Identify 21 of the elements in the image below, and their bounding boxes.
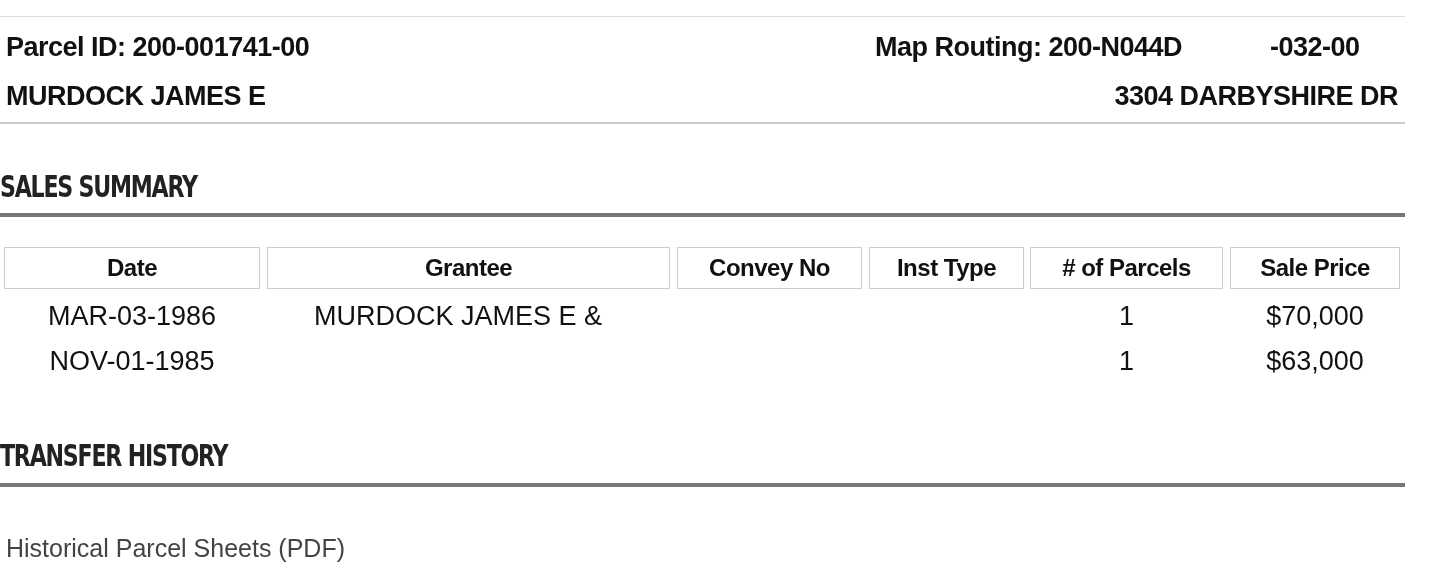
column-header: Sale Price — [1230, 247, 1400, 289]
parcel-count-text: 1 — [1118, 348, 1135, 375]
column-header: Date — [4, 247, 260, 289]
map-routing-suffix-text: -032-00 — [1270, 34, 1360, 61]
sale-price-text: $70,000 — [1265, 303, 1365, 330]
parcel-count-text: 1 — [1118, 303, 1135, 330]
pdf-link: Historical Parcel Sheets (PDF) — [6, 536, 345, 561]
column-header: # of Parcels — [1030, 247, 1223, 289]
column-header: Convey No — [677, 247, 862, 289]
column-header: Inst Type — [869, 247, 1024, 289]
grantee-text: MURDOCK JAMES E & — [314, 303, 603, 330]
map-routing-text: Map Routing: 200-N044D — [875, 34, 1183, 61]
section-heading: TRANSFER HISTORY — [0, 441, 228, 471]
sale-price-text: $63,000 — [1265, 348, 1365, 375]
owner-name-text: MURDOCK JAMES E — [6, 83, 266, 110]
column-header: Grantee — [267, 247, 670, 289]
sale-date-text: MAR-03-1986 — [46, 303, 218, 330]
section-heading: SALES SUMMARY — [0, 172, 197, 202]
sale-date-text: NOV-01-1985 — [48, 348, 216, 375]
address-text: 3304 DARBYSHIRE DR — [1114, 83, 1398, 110]
parcel-id-text: Parcel ID: 200-001741-00 — [6, 34, 310, 61]
